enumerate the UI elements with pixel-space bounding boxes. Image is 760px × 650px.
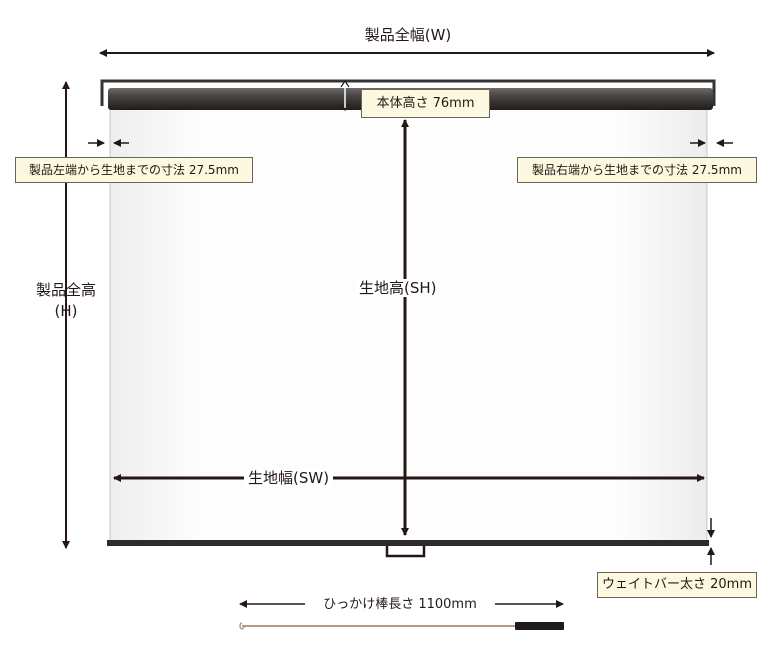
- overall-height-label: 製品全高: [35, 281, 96, 299]
- weight-bar: [107, 540, 709, 546]
- pull-handle: [385, 546, 426, 558]
- weight-bar-label: ウェイトバー太さ 20mm: [597, 572, 757, 598]
- overall-height-label-unit: (H): [54, 302, 78, 320]
- fabric-height-label: 生地高(SH): [355, 279, 441, 297]
- hook-pole-label: ひっかけ棒長さ 1100mm: [323, 597, 477, 612]
- mount-bracket: [100, 79, 716, 106]
- overall-width-label: 製品全幅(W): [364, 26, 452, 44]
- right-margin-label: 製品右端から生地までの寸法 27.5mm: [517, 157, 757, 183]
- left-margin-label: 製品左端から生地までの寸法 27.5mm: [15, 157, 253, 183]
- hook-pole-grip: [515, 622, 564, 630]
- fabric-width-label: 生地幅(SW): [244, 469, 334, 487]
- body-height-label: 本体高さ 76mm: [361, 89, 490, 118]
